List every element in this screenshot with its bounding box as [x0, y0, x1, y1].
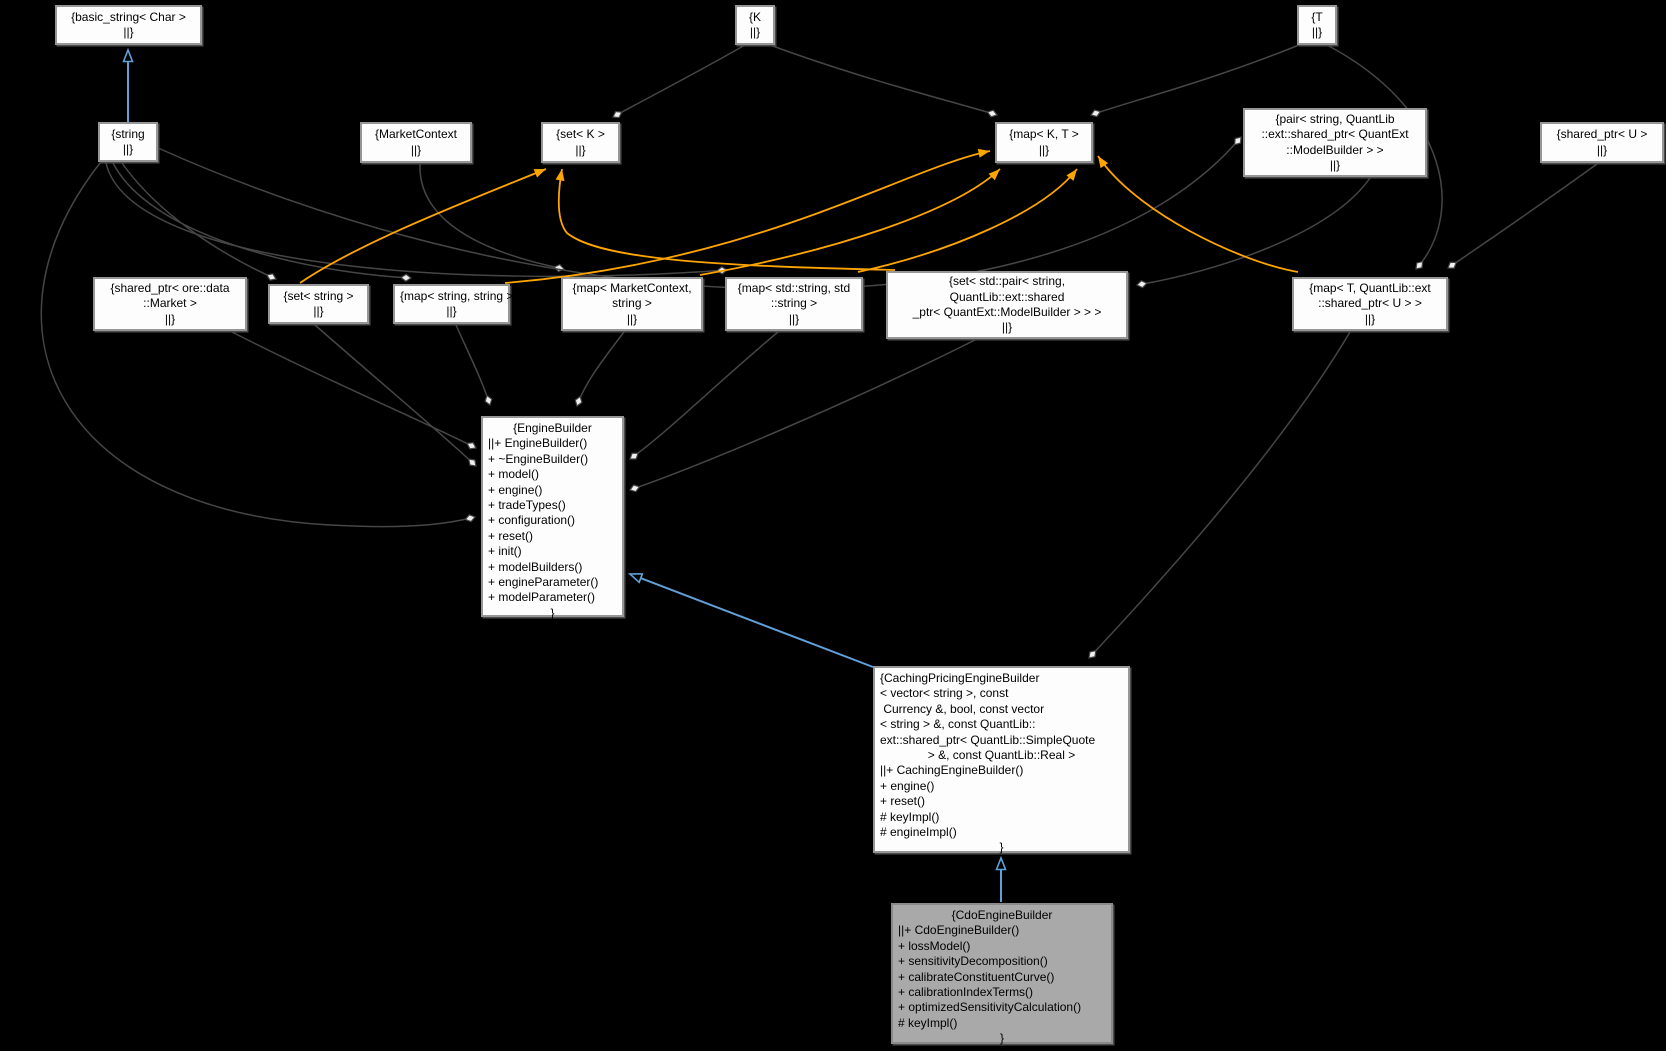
node-basic-string[interactable]: {basic_string< Char > ||}	[55, 5, 202, 45]
edge-mapmc-enginebuilder	[574, 331, 625, 407]
edge-maptu-mapkt	[1097, 155, 1299, 273]
node-map-string-string[interactable]: {map< string, string > ||}	[393, 284, 513, 324]
node-string[interactable]: {string ||}	[98, 122, 158, 162]
edge-t-maptu	[1326, 44, 1443, 270]
edge-string-mapstdstring	[105, 162, 729, 278]
node-map-k-t[interactable]: {map< K, T > ||}	[995, 122, 1093, 163]
edge-k-setk	[612, 44, 746, 119]
edge-string-setstring	[121, 162, 277, 281]
edge-setstring-enginebuilder	[314, 324, 477, 467]
edge-setpair-enginebuilder	[629, 339, 976, 493]
edge-market-enginebuilder	[231, 331, 477, 450]
node-map-t-shared-ptr-u[interactable]: {map< T, QuantLib::ext ::shared_ptr< U >…	[1292, 277, 1448, 331]
node-map-market-context-string[interactable]: {map< MarketContext, string > ||}	[561, 277, 703, 331]
node-map-std-string[interactable]: {map< std::string, std ::string > ||}	[725, 277, 863, 331]
node-cdo-engine-builder[interactable]: {CdoEngineBuilder ||+ CdoEngineBuilder()…	[891, 903, 1113, 1045]
node-k[interactable]: {K ||}	[735, 5, 775, 45]
node-shared-ptr-market[interactable]: {shared_ptr< ore::data ::Market > ||}	[93, 277, 247, 331]
node-pair-model-builder[interactable]: {pair< string, QuantLib ::ext::shared_pt…	[1243, 108, 1427, 177]
edge-mapstringstring-enginebuilder	[455, 324, 493, 406]
node-shared-ptr-u[interactable]: {shared_ptr< U > ||}	[1540, 122, 1664, 163]
edge-mapmc-mapkt	[699, 168, 1001, 276]
node-set-k[interactable]: {set< K > ||}	[541, 122, 620, 163]
node-caching-pricing-engine-builder[interactable]: {CachingPricingEngineBuilder < vector< s…	[873, 666, 1130, 854]
node-set-pair-model-builder[interactable]: {set< std::pair< string, QuantLib::ext::…	[886, 271, 1128, 339]
edge-t-mapkt	[1090, 44, 1300, 118]
edge-mapstdstring-enginebuilder	[629, 331, 779, 460]
node-set-string[interactable]: {set< string > ||}	[268, 284, 369, 324]
edge-mapstdstring-mapkt	[857, 168, 1078, 273]
node-t[interactable]: {T ||}	[1297, 5, 1337, 45]
edge-marketcontext-mapmc	[419, 163, 566, 273]
edge-pair-setpair	[1135, 177, 1371, 289]
edge-maptu-caching	[1088, 331, 1351, 659]
edge-string-enginebuilder	[40, 162, 477, 528]
edge-caching-enginebuilder-inherit	[630, 573, 874, 668]
edge-setpair-setk	[555, 168, 896, 271]
node-engine-builder[interactable]: {EngineBuilder ||+ EngineBuilder() + ~En…	[481, 416, 624, 620]
edge-k-mapkt	[769, 44, 999, 118]
edge-string-mapstringstring	[112, 162, 413, 282]
node-market-context[interactable]: {MarketContext ||}	[360, 122, 472, 163]
edge-mapstringstring-mapkt	[504, 148, 991, 284]
edge-sharedptru-maptu	[1447, 163, 1598, 269]
edge-setstring-setk	[299, 168, 547, 284]
